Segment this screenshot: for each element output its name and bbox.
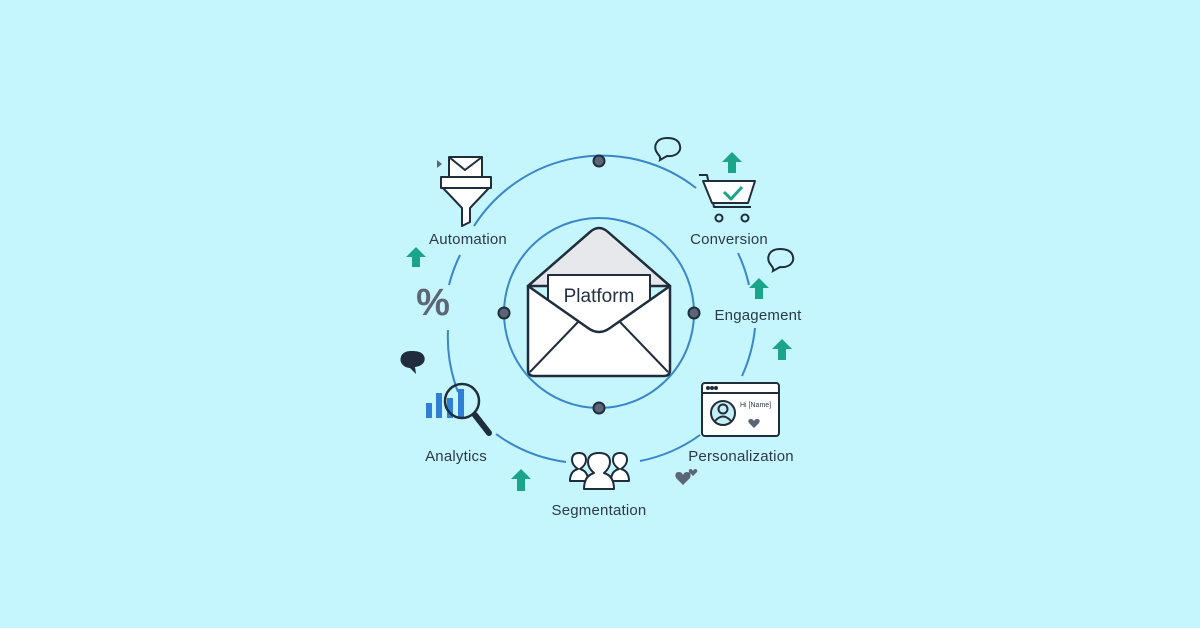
percent-icon: % — [416, 282, 450, 324]
heart-icon — [675, 472, 691, 485]
bar-chart-magnifier-icon — [426, 382, 492, 436]
up-arrow-icon — [772, 339, 792, 360]
up-arrow-icon — [511, 469, 531, 491]
label-automation: Automation — [429, 231, 507, 248]
node-dot-left — [497, 306, 511, 320]
label-personalization: Personalization — [688, 448, 794, 465]
label-engagement: Engagement — [714, 307, 802, 324]
label-analytics: Analytics — [425, 448, 487, 465]
ring-nodes — [497, 154, 701, 415]
node-dot-top — [592, 154, 606, 168]
label-segmentation: Segmentation — [551, 502, 647, 519]
node-dot-bottom — [592, 401, 606, 415]
up-arrow-icon — [406, 247, 426, 267]
up-arrow-icon — [749, 278, 769, 299]
heart-icon — [748, 419, 760, 428]
up-arrow-icon — [722, 152, 742, 173]
outer-ring — [446, 154, 756, 463]
profile-window-icon — [701, 382, 780, 437]
greeting-placeholder: Hi [Name] — [740, 402, 772, 409]
heart-icon — [688, 469, 698, 476]
label-conversion: Conversion — [690, 231, 768, 248]
funnel-envelope-icon — [437, 156, 492, 227]
chat-bubble-icon — [767, 247, 795, 274]
platform-label: Platform — [563, 286, 635, 307]
chat-bubble-filled-icon — [400, 351, 425, 374]
envelope-icon — [526, 226, 672, 378]
up-arrow-icons — [406, 152, 792, 491]
cart-check-icon — [699, 174, 756, 223]
user-group-icon — [569, 452, 630, 490]
chat-bubble-icons — [654, 136, 795, 274]
node-dot-right — [687, 306, 701, 320]
chat-bubble-icon — [654, 136, 682, 163]
